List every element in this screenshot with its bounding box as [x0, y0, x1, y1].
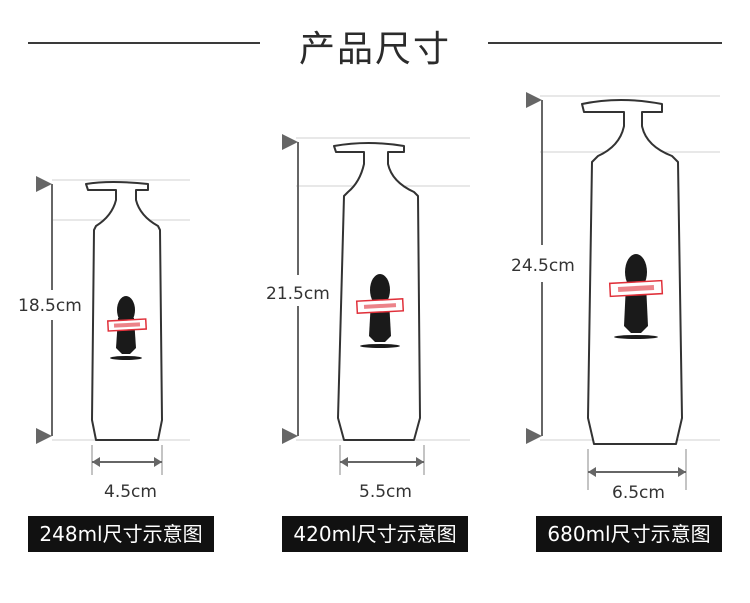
height-label: 18.5cm — [18, 296, 82, 316]
bottle-420ml-group: 21.5cm 5.5cm — [266, 134, 470, 502]
height-label: 24.5cm — [511, 256, 575, 276]
header-rule-left — [28, 42, 260, 44]
bottle-logo — [608, 254, 664, 339]
caption-248ml: 248ml尺寸示意图 — [28, 516, 214, 552]
page-title: 产品尺寸 — [298, 29, 451, 70]
header-rule-right — [488, 42, 722, 44]
width-label: 5.5cm — [359, 482, 412, 502]
height-label: 21.5cm — [266, 284, 330, 304]
bottle-logo — [106, 296, 148, 360]
bottle-680ml-group: 24.5cm 6.5cm — [511, 92, 720, 503]
caption-420ml: 420ml尺寸示意图 — [282, 516, 468, 552]
width-label: 6.5cm — [612, 483, 665, 503]
width-label: 4.5cm — [104, 482, 157, 502]
bottle-logo — [355, 274, 405, 348]
bottle-248ml-group: 18.5cm 4.5cm — [18, 176, 190, 502]
caption-680ml: 680ml尺寸示意图 — [536, 516, 722, 552]
